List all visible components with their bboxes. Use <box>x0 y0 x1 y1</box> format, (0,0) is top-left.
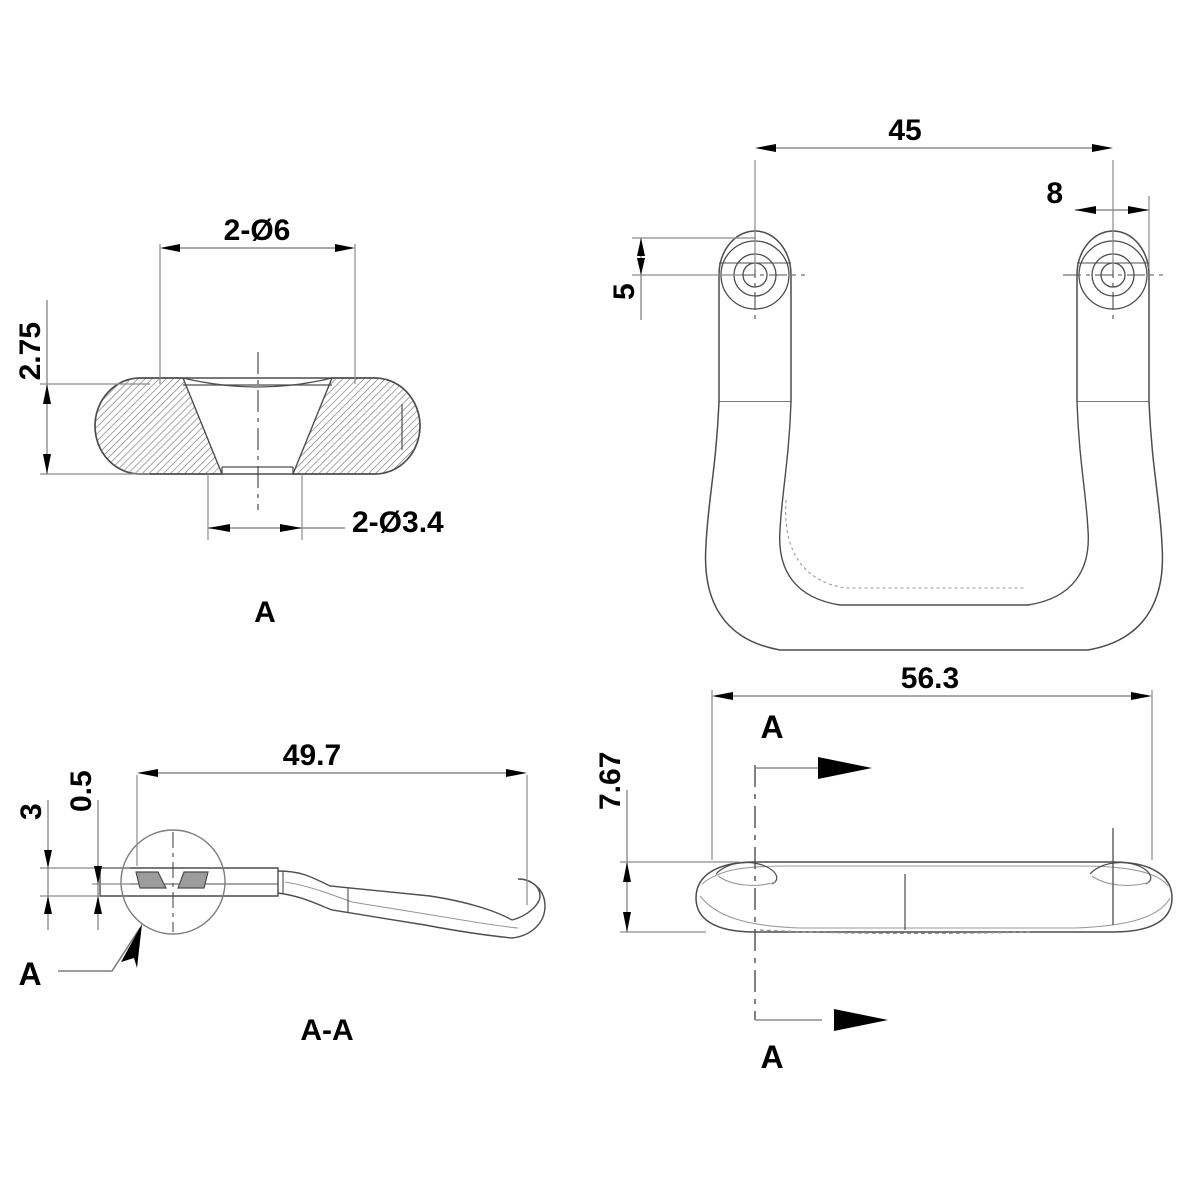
section-chunk-left <box>135 871 167 889</box>
dim-2-d6-text: 2-Ø6 <box>224 214 291 247</box>
top-view-geometry <box>704 228 1164 651</box>
detail-circle-a <box>120 829 226 935</box>
arrowhead-left-icon <box>712 692 733 700</box>
dim-8: 8 <box>1046 177 1150 268</box>
arrowhead-top-icon <box>94 866 102 884</box>
arrowhead-left-icon <box>137 769 158 777</box>
handle-lower-contour <box>699 895 1171 929</box>
view-top: 45 8 5 <box>608 114 1164 651</box>
boss-seat-left <box>715 861 778 885</box>
dim-49-7: 49.7 <box>136 739 528 905</box>
section-arrow-top-head-icon <box>818 757 872 779</box>
arrowhead-bottom-icon <box>44 896 52 914</box>
dim-2-d34: 2-Ø3.4 <box>207 474 444 540</box>
arrowhead-right-icon <box>280 524 302 532</box>
front-view-geometry <box>695 828 1173 934</box>
boss-seat-left-shade <box>717 875 777 886</box>
dim-0-5-text: 0.5 <box>65 770 98 812</box>
arrowhead-left-icon <box>755 144 776 152</box>
arrowhead-bottom-icon <box>43 454 51 474</box>
dim-5-text: 5 <box>608 283 641 300</box>
detail-a-leader-line <box>58 927 141 972</box>
dim-45: 45 <box>754 114 1114 270</box>
counterbore-top-arc <box>182 377 333 388</box>
handle-body-outline <box>695 861 1173 933</box>
handle-upper-contour <box>701 865 1169 887</box>
arrowhead-right-icon <box>1131 692 1152 700</box>
grip-end-lower <box>511 878 546 939</box>
dim-2-d6: 2-Ø6 <box>159 214 356 384</box>
dim-2-75-text: 2.75 <box>14 322 47 380</box>
dim-49-7-text: 49.7 <box>283 739 341 772</box>
section-arrow-bottom-head-icon <box>834 1009 888 1031</box>
arrowhead-top-icon <box>623 862 631 882</box>
dim-56-3: 56.3 <box>711 662 1153 860</box>
arm-lower-edge <box>277 892 513 939</box>
arrowhead-bottom-icon <box>94 896 102 914</box>
dim-2-d34-text: 2-Ø3.4 <box>352 506 444 539</box>
arrowhead-right-icon <box>506 769 527 777</box>
dim-8-text: 8 <box>1046 177 1063 210</box>
dim-5: 5 <box>608 237 756 320</box>
arrowhead-bottom-icon <box>623 912 631 932</box>
view-label-detail-a: A <box>254 596 276 629</box>
detail-a-leader-arrowhead-icon <box>121 924 142 968</box>
section-letter-top: A <box>760 709 783 745</box>
section-chunk-right <box>177 871 209 889</box>
arrowhead-top-icon <box>43 384 51 404</box>
handle-inner-contour <box>779 401 1089 606</box>
boss-seat-right-shade <box>1091 875 1151 886</box>
view-label-section-aa: A-A <box>300 1014 353 1047</box>
arrowhead-left-icon <box>208 524 230 532</box>
dim-3-text: 3 <box>15 803 48 820</box>
arrowhead-top-icon <box>637 238 645 256</box>
arrowhead-bottom-icon <box>637 258 645 275</box>
cutting-plane-aa: A A <box>754 709 888 1075</box>
section-letter-bottom: A <box>760 1039 783 1075</box>
arrowhead-left-icon <box>160 244 180 252</box>
dim-56-3-text: 56.3 <box>901 662 959 695</box>
arm-upper-edge <box>277 870 513 921</box>
arrowhead-right-icon <box>335 244 355 252</box>
arrowhead-left-icon <box>1075 206 1096 214</box>
arrowhead-right-icon <box>1128 206 1149 214</box>
boss-seat-right <box>1089 861 1152 885</box>
view-detail-a: 2-Ø6 2-Ø3.4 2.75 A <box>14 214 444 629</box>
arrowhead-right-icon <box>1092 144 1113 152</box>
section-aa-geometry: A <box>18 829 546 992</box>
view-section-aa: A 49.7 3 0.5 A-A <box>15 739 546 1047</box>
dim-7-67-text: 7.67 <box>594 752 627 810</box>
handle-bottom-shade <box>759 929 1031 934</box>
dim-2-75: 2.75 <box>14 300 150 475</box>
dim-0-5: 0.5 <box>65 770 130 930</box>
arrowhead-top-icon <box>44 850 52 868</box>
section-hatch-right <box>291 377 421 475</box>
dim-7-67: 7.67 <box>594 752 740 933</box>
dim-45-text: 45 <box>888 114 921 147</box>
arm-mid-contour <box>284 881 519 929</box>
dim-3: 3 <box>15 800 130 930</box>
detail-a-geometry <box>94 352 421 510</box>
detail-a-callout-letter: A <box>18 956 41 992</box>
view-front: A A 56.3 7.67 <box>594 662 1173 1075</box>
